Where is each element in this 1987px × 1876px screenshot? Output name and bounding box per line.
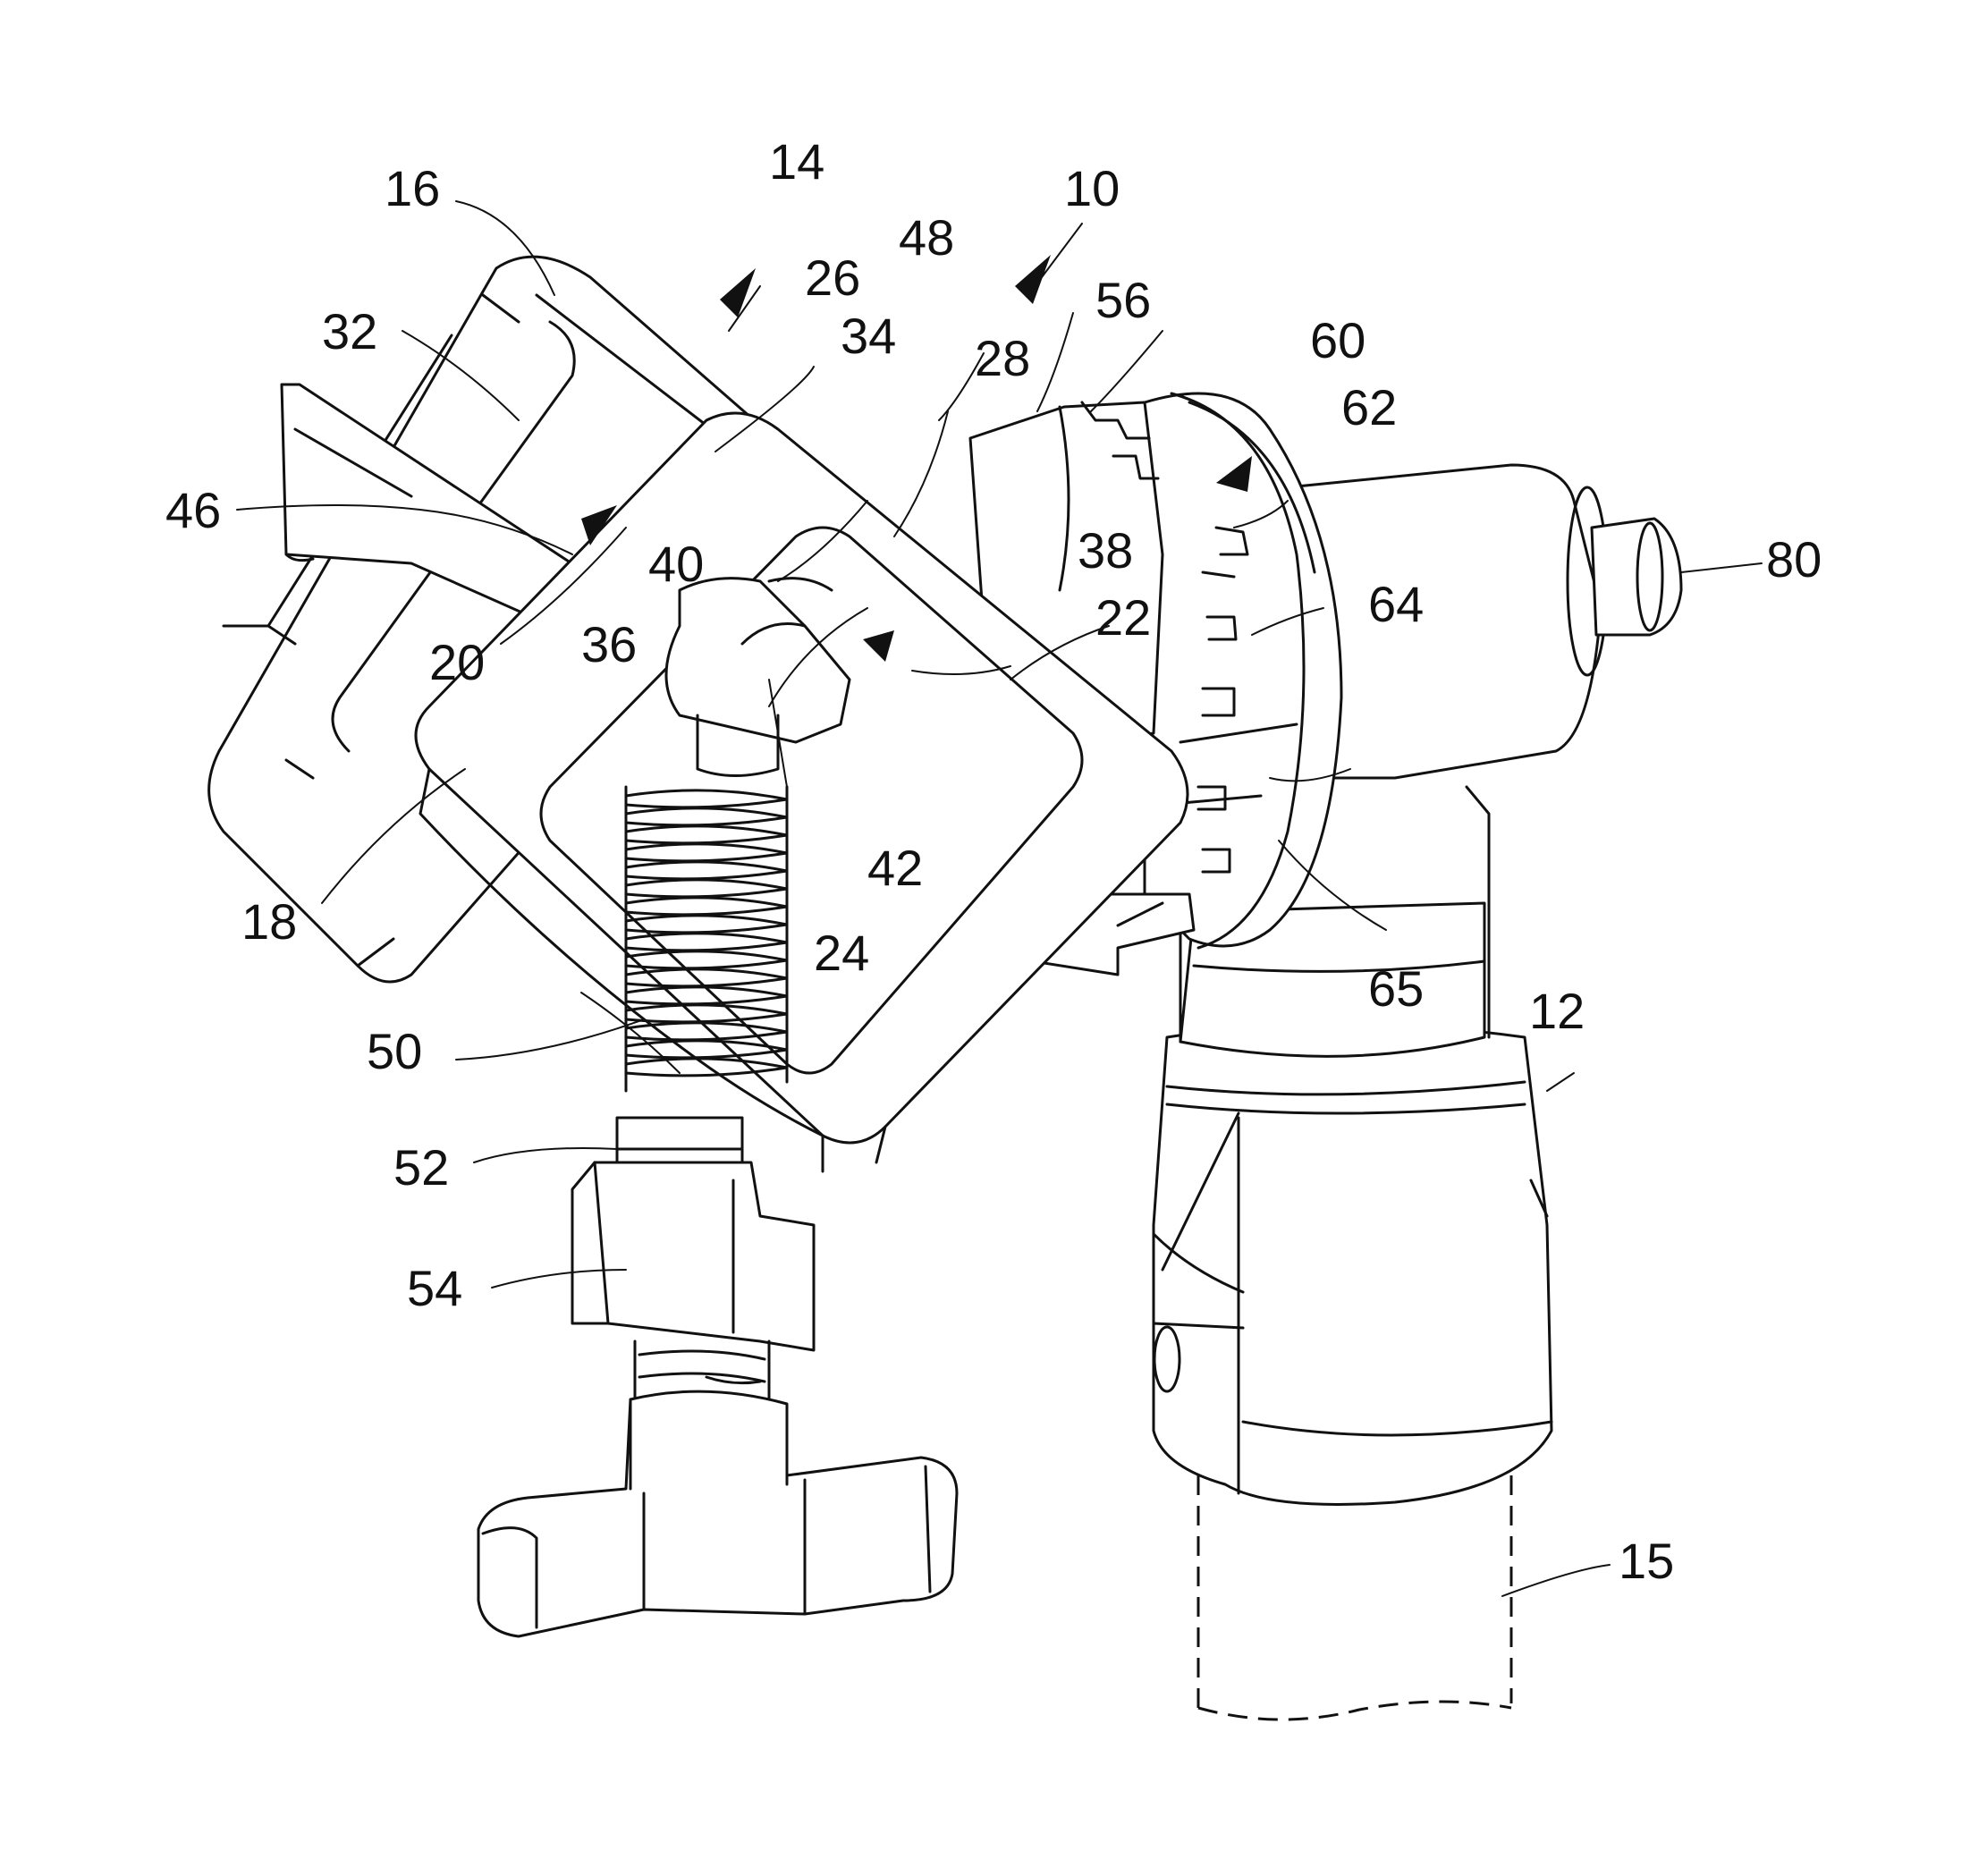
housing-12 (1154, 1024, 1552, 1505)
pipe-15 (1198, 1475, 1511, 1720)
label-62: 62 (1341, 379, 1397, 435)
label-65: 65 (1368, 960, 1424, 1017)
label-20: 20 (429, 634, 485, 690)
label-64: 64 (1368, 576, 1424, 632)
label-34: 34 (841, 308, 896, 364)
label-15: 15 (1619, 1533, 1674, 1589)
label-24: 24 (814, 925, 869, 981)
label-28: 28 (975, 330, 1030, 386)
label-46: 46 (165, 482, 221, 538)
label-60: 60 (1310, 312, 1366, 368)
label-42: 42 (867, 840, 923, 896)
label-10: 10 (1064, 160, 1120, 216)
label-38: 38 (1078, 522, 1133, 579)
label-26: 26 (805, 249, 860, 306)
nut-54 (572, 1162, 814, 1350)
t-handle (478, 1391, 957, 1636)
label-18: 18 (241, 893, 297, 950)
label-32: 32 (322, 303, 377, 359)
label-56: 56 (1095, 272, 1151, 328)
label-52: 52 (393, 1139, 449, 1196)
label-14: 14 (769, 133, 824, 190)
label-40: 40 (648, 536, 704, 592)
label-54: 54 (407, 1260, 462, 1316)
label-22: 22 (1095, 589, 1151, 646)
label-12: 12 (1529, 983, 1585, 1039)
label-36: 36 (581, 616, 637, 672)
label-80: 80 (1766, 531, 1822, 587)
label-50: 50 (367, 1023, 422, 1079)
label-16: 16 (385, 160, 440, 216)
label-48: 48 (899, 209, 954, 266)
